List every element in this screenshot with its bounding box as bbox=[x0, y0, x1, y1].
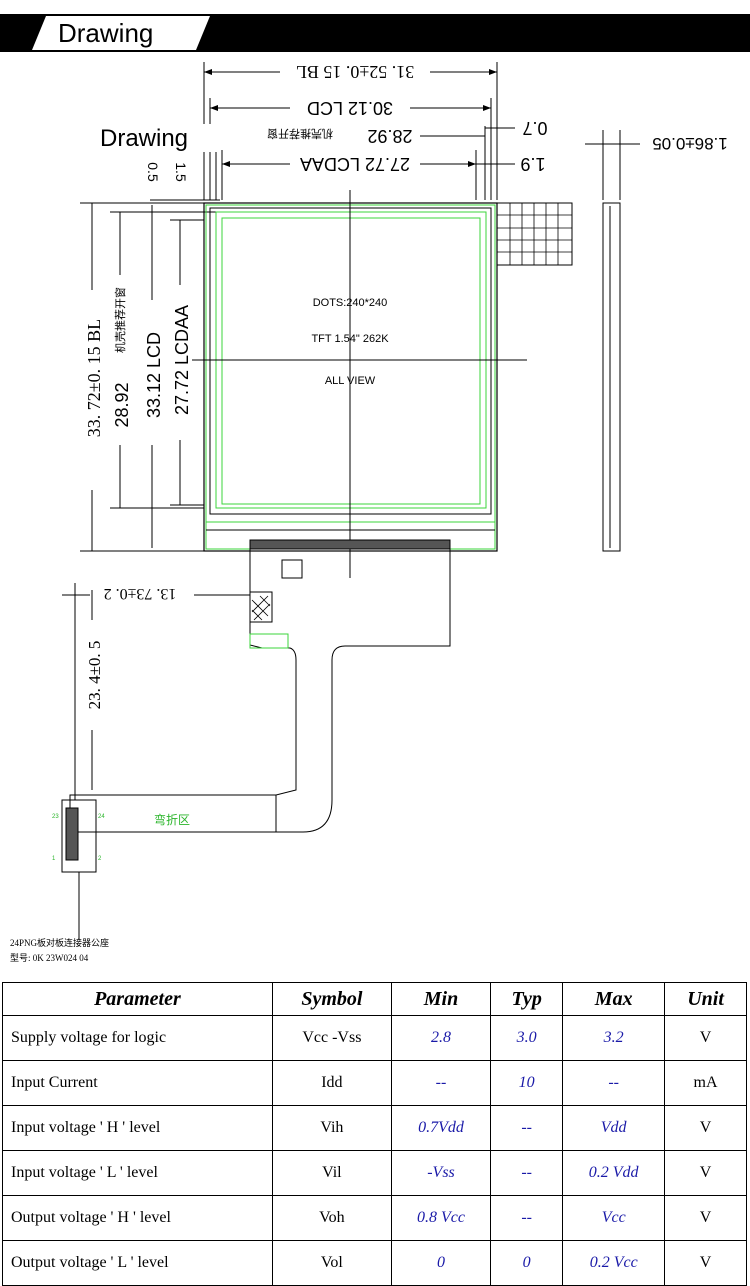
cell-typ: -- bbox=[490, 1150, 564, 1196]
cell-typ: 10 bbox=[490, 1060, 564, 1106]
cell-max: 3.2 bbox=[562, 1015, 666, 1061]
cell-max: 0.2 Vcc bbox=[562, 1240, 666, 1286]
panel-view-label: ALL VIEW bbox=[325, 375, 376, 387]
cell-unit: V bbox=[664, 1195, 747, 1241]
fpc-cable bbox=[61, 539, 451, 873]
cell-typ: -- bbox=[490, 1195, 564, 1241]
table-row: Supply voltage for logic Vcc -Vss 2.8 3.… bbox=[2, 1015, 747, 1061]
cell-symbol: Vil bbox=[271, 1150, 392, 1196]
table-row: Input voltage ' H ' level Vih 0.7Vdd -- … bbox=[2, 1105, 747, 1151]
panel-tft-label: TFT 1.54" 262K bbox=[311, 333, 389, 345]
cell-typ: -- bbox=[490, 1105, 564, 1151]
cell-symbol: Voh bbox=[271, 1195, 392, 1241]
cell-max: Vdd bbox=[562, 1105, 666, 1151]
cell-parameter: Input voltage ' L ' level bbox=[2, 1150, 273, 1196]
cell-min: 2.8 bbox=[390, 1015, 492, 1061]
drawing-overlay-label: Drawing bbox=[100, 125, 188, 152]
cell-unit: V bbox=[664, 1150, 747, 1196]
cell-parameter: Output voltage ' H ' level bbox=[2, 1195, 273, 1241]
model-note: 型号: 0K 23W024 04 bbox=[10, 953, 89, 963]
pin-1-label: 1 bbox=[52, 856, 56, 862]
dim-bl-width: 31. 52±0. 15 BL bbox=[296, 62, 414, 82]
cell-unit: V bbox=[664, 1105, 747, 1151]
cell-max: -- bbox=[562, 1060, 666, 1106]
table-row: Output voltage ' L ' level Vol 0 0 0.2 V… bbox=[2, 1240, 747, 1286]
bend-zone-label: 弯折区 bbox=[154, 812, 190, 827]
page-title: Drawing bbox=[58, 18, 154, 48]
header-unit: Unit bbox=[664, 982, 747, 1016]
lcd-panel bbox=[192, 190, 573, 578]
cell-unit: V bbox=[664, 1015, 747, 1061]
cell-unit: mA bbox=[664, 1060, 747, 1106]
cell-symbol: Idd bbox=[271, 1060, 392, 1106]
table-row: Output voltage ' H ' level Voh 0.8 Vcc -… bbox=[2, 1195, 747, 1241]
header-symbol: Symbol bbox=[271, 982, 392, 1016]
pin-24-label: 24 bbox=[98, 814, 105, 820]
connector-note: 24PNG板对板连接器公座 bbox=[10, 937, 109, 948]
dim-fpc-length: 23. 4±0. 5 bbox=[85, 641, 104, 710]
cell-min: -Vss bbox=[390, 1150, 492, 1196]
dim-right-07: 0.7 bbox=[522, 118, 547, 138]
dim-thickness: 1.86±0.05 bbox=[652, 134, 728, 153]
dim-bl-height: 33. 72±0. 15 BL bbox=[84, 319, 104, 437]
cell-typ: 3.0 bbox=[490, 1015, 564, 1061]
header-parameter: Parameter bbox=[2, 982, 273, 1016]
dim-lcd-width: 30.12 LCD bbox=[307, 98, 393, 118]
dim-lcd-height: 33.12 LCD bbox=[144, 332, 164, 418]
dim-window-height-label: 机壳推荐开窗 bbox=[113, 287, 127, 353]
dim-window-height: 28.92 bbox=[112, 382, 132, 427]
technical-drawing: 31. 52±0. 15 BL 30.12 LCD 28.92 27.72 LC… bbox=[0, 52, 750, 977]
cell-min: 0.7Vdd bbox=[390, 1105, 492, 1151]
header-max: Max bbox=[562, 982, 666, 1016]
cell-parameter: Supply voltage for logic bbox=[2, 1015, 273, 1061]
header-typ: Typ bbox=[490, 982, 564, 1016]
cell-parameter: Output voltage ' L ' level bbox=[2, 1240, 273, 1286]
cell-symbol: Vih bbox=[271, 1105, 392, 1151]
cell-parameter: Input voltage ' H ' level bbox=[2, 1105, 273, 1151]
table-header-row: Parameter Symbol Min Typ Max Unit bbox=[2, 982, 747, 1016]
dim-lcdaa-height: 27.72 LCDAA bbox=[172, 305, 192, 415]
dim-window-width: 28.92 bbox=[367, 126, 412, 146]
table-row: Input Current Idd -- 10 -- mA bbox=[2, 1060, 747, 1106]
cell-max: Vcc bbox=[562, 1195, 666, 1241]
cell-parameter: Input Current bbox=[2, 1060, 273, 1106]
cell-unit: V bbox=[664, 1240, 747, 1286]
cell-min: -- bbox=[390, 1060, 492, 1106]
cell-max: 0.2 Vdd bbox=[562, 1150, 666, 1196]
dim-left-05: 0.5 bbox=[145, 162, 161, 182]
cell-min: 0 bbox=[390, 1240, 492, 1286]
panel-dots-label: DOTS:240*240 bbox=[313, 297, 388, 309]
dim-right-19: 1.9 bbox=[520, 154, 545, 174]
dim-fpc-offset: 13. 73±0. 2 bbox=[104, 585, 177, 602]
dim-lcdaa-width: 27.72 LCDAA bbox=[300, 154, 410, 174]
dim-window-label: 机壳推荐开窗 bbox=[267, 127, 333, 141]
cell-symbol: Vcc -Vss bbox=[271, 1015, 392, 1061]
cell-min: 0.8 Vcc bbox=[390, 1195, 492, 1241]
cell-typ: 0 bbox=[490, 1240, 564, 1286]
spec-table: Parameter Symbol Min Typ Max Unit Supply… bbox=[2, 982, 747, 1286]
pin-23-label: 23 bbox=[52, 814, 59, 820]
header-tab bbox=[32, 16, 210, 50]
table-row: Input voltage ' L ' level Vil -Vss -- 0.… bbox=[2, 1150, 747, 1196]
cell-symbol: Vol bbox=[271, 1240, 392, 1286]
header-min: Min bbox=[390, 982, 492, 1016]
dim-left-15: 1.5 bbox=[173, 162, 189, 182]
pin-2-label: 2 bbox=[98, 856, 102, 862]
